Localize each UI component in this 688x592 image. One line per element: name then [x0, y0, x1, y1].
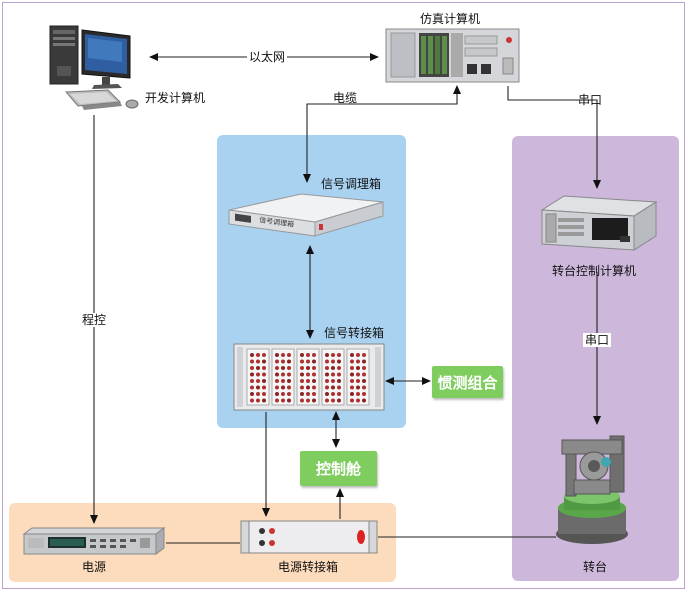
- inertial-unit-label: 惯测组合: [437, 373, 498, 392]
- turntable-computer-label: 转台控制计算机: [552, 264, 637, 278]
- turntable-computer-icon: [540, 195, 658, 251]
- control-cabin-box: 控制舱: [300, 451, 377, 486]
- serial-top-label: 串口: [578, 93, 603, 107]
- sim-computer-label: 仿真计算机: [420, 12, 481, 26]
- ethernet-label: 以太网: [247, 50, 288, 64]
- signal-adapter-panels: [246, 348, 370, 406]
- signal-conditioner-label: 信号调理箱: [321, 177, 382, 191]
- signal-adapter-label: 信号转接箱: [324, 326, 385, 340]
- signal-conditioner-icon: 信号调理箱: [228, 193, 384, 237]
- power-supply-icon: [22, 527, 166, 555]
- cable-label: 电缆: [333, 91, 358, 105]
- dev-computer-label: 开发计算机: [145, 91, 206, 105]
- cable-line: [303, 85, 461, 183]
- inertial-unit-box: 惯测组合: [432, 366, 503, 398]
- sim-computer-icon: [385, 28, 520, 83]
- program-control-label: 程控: [80, 313, 109, 327]
- turntable-label: 转台: [583, 560, 608, 574]
- power-adapter-label: 电源转接箱: [278, 560, 339, 574]
- dev-computer-icon: [49, 25, 139, 110]
- serial-top-line: [507, 86, 601, 189]
- control-cabin-label: 控制舱: [315, 460, 361, 478]
- power-adapter-icon: [240, 520, 378, 554]
- serial-mid-label: 串口: [583, 333, 612, 347]
- signal-adapter-icon: [233, 343, 385, 411]
- turntable-icon: [556, 435, 628, 544]
- power-supply-label: 电源: [82, 560, 107, 574]
